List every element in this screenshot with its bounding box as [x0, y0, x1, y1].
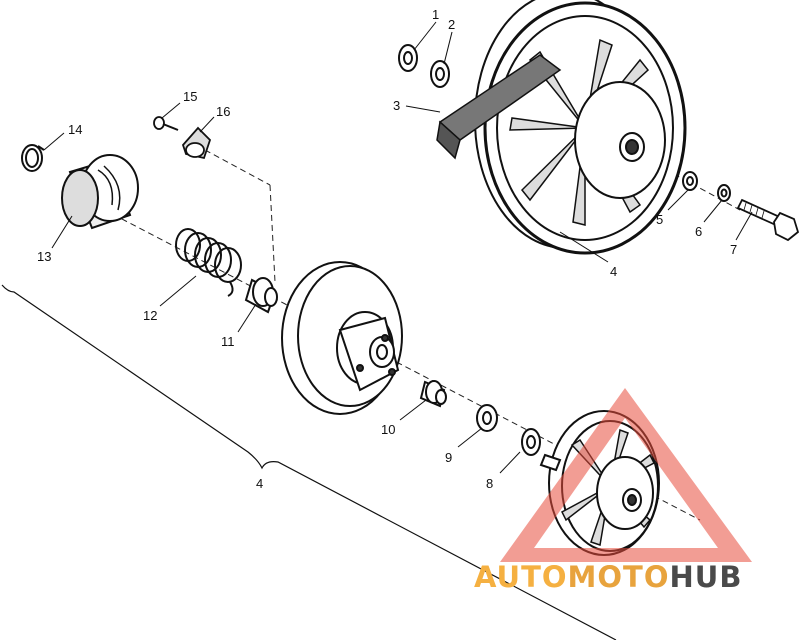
callout-11: 11 [221, 334, 235, 349]
callout-13: 13 [37, 249, 51, 264]
washer-part-5 [682, 171, 698, 191]
callout-14: 14 [68, 122, 82, 137]
warning-triangle-icon [500, 388, 752, 562]
callout-9: 9 [445, 450, 452, 465]
watermark-logo: AUTOMOTOHUB [474, 388, 752, 594]
callout-2: 2 [448, 17, 455, 32]
cam-part-13 [61, 154, 139, 230]
callout-1: 1 [432, 7, 439, 22]
bushing-part-10 [419, 380, 447, 408]
movable-sheave [281, 261, 403, 415]
spring-part-12 [175, 228, 242, 297]
watermark-auto: AUTO [474, 560, 568, 594]
callout-labels: 1 2 3 4 5 6 7 8 9 10 11 12 13 14 15 16 4 [37, 7, 737, 491]
bushing-part-11 [244, 277, 278, 314]
bolt-part-7 [736, 198, 800, 242]
button-part-16 [181, 126, 212, 160]
watermark-hub: HUB [670, 560, 743, 594]
callout-8: 8 [486, 476, 493, 491]
callout-6: 6 [695, 224, 702, 239]
driven-pulley-top [436, 0, 687, 255]
callout-4-top: 4 [610, 264, 617, 279]
callout-10: 10 [381, 422, 395, 437]
washer-part-8 [521, 428, 541, 456]
callout-7: 7 [730, 242, 737, 257]
callout-5: 5 [656, 212, 663, 227]
watermark-text: AUTOMOTOHUB [474, 560, 742, 594]
leader-lines [43, 21, 753, 474]
screw-part-15 [153, 116, 179, 131]
callout-15: 15 [183, 89, 197, 104]
watermark-moto: MOTO [568, 560, 670, 594]
callout-12: 12 [143, 308, 157, 323]
washer-part-1 [398, 44, 418, 72]
washer-part-9 [476, 404, 498, 432]
callout-3: 3 [393, 98, 400, 113]
callout-16: 16 [216, 104, 230, 119]
fixed-sheave [539, 410, 660, 556]
washer-part-2 [430, 60, 450, 88]
assembly-bracket [1, 284, 617, 640]
snap-ring-part-14 [21, 144, 45, 172]
callout-4-bottom: 4 [256, 476, 263, 491]
washer-part-6 [717, 184, 731, 202]
